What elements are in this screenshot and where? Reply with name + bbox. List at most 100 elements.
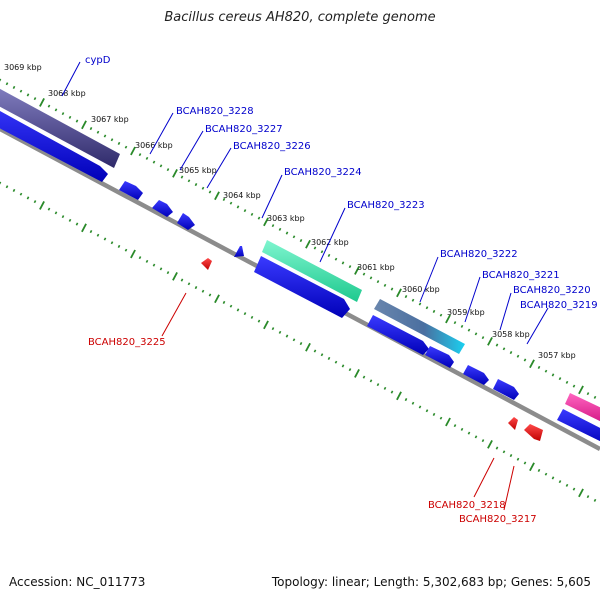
minor-tick	[369, 276, 373, 280]
minor-tick	[250, 315, 254, 319]
gene-label[interactable]: BCAH820_3217	[459, 514, 537, 525]
minor-tick	[404, 398, 408, 402]
minor-tick	[236, 308, 240, 312]
minor-tick	[572, 384, 576, 388]
minor-tick	[320, 250, 324, 254]
minor-tick	[348, 368, 352, 372]
minor-tick	[299, 342, 303, 346]
minor-tick	[54, 108, 58, 112]
minor-tick	[33, 200, 37, 204]
minor-tick	[509, 454, 513, 458]
cds-forward-arrow[interactable]	[254, 256, 350, 318]
minor-tick	[474, 332, 478, 336]
minor-tick	[159, 164, 163, 168]
minor-tick	[418, 302, 422, 306]
minor-tick	[369, 379, 373, 383]
cds-forward-arrow[interactable]	[493, 379, 519, 400]
minor-tick	[439, 416, 443, 420]
minor-tick	[593, 395, 597, 399]
kbp-scale-labels: 3069 kbp 3068 kbp 3067 kbp 3066 kbp 3065…	[4, 63, 576, 360]
minor-tick	[292, 235, 296, 239]
cds-forward-arrow[interactable]	[152, 200, 173, 217]
gene-label[interactable]: BCAH820_3223	[347, 200, 425, 211]
minor-tick	[341, 261, 345, 265]
major-tick	[354, 368, 360, 378]
cds-forward-arrow[interactable]	[557, 409, 600, 446]
gene-labels: cypD BCAH820_3228 BCAH820_3227 BCAH820_3…	[85, 55, 598, 525]
cds-forward-arrow[interactable]	[234, 246, 244, 257]
minor-tick	[299, 239, 303, 243]
minor-tick	[586, 392, 590, 396]
minor-tick	[166, 271, 170, 275]
major-tick	[445, 314, 451, 324]
kbp-label: 3059 kbp	[447, 308, 485, 317]
minor-tick	[138, 153, 142, 157]
cds-forward-arrow[interactable]	[425, 346, 454, 368]
minor-tick	[432, 412, 436, 416]
major-tick	[39, 200, 45, 210]
major-tick	[529, 462, 535, 472]
minor-tick	[460, 324, 464, 328]
gene-label[interactable]: BCAH820_3227	[205, 124, 283, 135]
major-tick	[81, 120, 87, 130]
major-tick	[396, 391, 402, 401]
minor-tick	[502, 347, 506, 351]
gene-label-cypD[interactable]: cypD	[85, 55, 111, 66]
gene-label[interactable]: BCAH820_3220	[513, 285, 591, 296]
major-tick	[487, 439, 493, 449]
minor-tick	[481, 439, 485, 443]
cds-reverse-arrow[interactable]	[524, 424, 543, 441]
cds-forward-arrow[interactable]	[177, 213, 195, 230]
cds-reverse-arrow[interactable]	[508, 417, 518, 430]
minor-tick	[61, 112, 65, 116]
minor-tick	[383, 386, 387, 390]
minor-tick	[432, 309, 436, 313]
cds-forward-arrow[interactable]	[119, 181, 143, 200]
gene-label[interactable]: BCAH820_3221	[482, 270, 560, 281]
minor-tick	[222, 300, 226, 304]
cds-forward-arrow[interactable]	[367, 315, 429, 355]
major-tick	[487, 336, 493, 346]
minor-tick	[152, 160, 156, 164]
minor-tick	[201, 289, 205, 293]
minor-tick	[194, 183, 198, 187]
major-tick	[396, 288, 402, 298]
minor-tick	[222, 197, 226, 201]
major-tick	[39, 97, 45, 107]
gene-label[interactable]: BCAH820_3218	[428, 500, 506, 511]
minor-tick	[495, 343, 499, 347]
minor-tick	[516, 457, 520, 461]
cds-forward	[0, 100, 600, 446]
minor-tick	[68, 115, 72, 119]
minor-tick	[390, 287, 394, 291]
minor-tick	[502, 450, 506, 454]
minor-tick	[201, 186, 205, 190]
minor-tick	[411, 298, 415, 302]
minor-tick	[327, 356, 331, 360]
minor-tick	[334, 257, 338, 261]
major-tick	[305, 342, 311, 352]
cds-forward-arrow[interactable]	[463, 365, 489, 385]
gene-label[interactable]: BCAH820_3226	[233, 141, 311, 152]
gene-features	[0, 78, 600, 426]
minor-tick	[152, 263, 156, 267]
gene-cypD-bar[interactable]	[0, 78, 120, 168]
minor-tick	[103, 237, 107, 241]
minor-tick	[159, 267, 163, 271]
gene-label[interactable]: BCAH820_3225	[88, 337, 166, 348]
gene-steel-bar[interactable]	[374, 299, 465, 354]
minor-tick	[593, 498, 597, 502]
gene-pink-bar[interactable]	[565, 393, 600, 426]
minor-tick	[411, 401, 415, 405]
minor-tick	[271, 224, 275, 228]
cds-reverse-arrow[interactable]	[201, 258, 212, 270]
gene-label[interactable]: BCAH820_3219	[520, 300, 598, 311]
gene-label[interactable]: BCAH820_3222	[440, 249, 518, 260]
gene-teal-bar[interactable]	[262, 240, 362, 302]
cds-forward-arrow[interactable]	[0, 100, 108, 182]
kbp-label: 3057 kbp	[538, 351, 576, 360]
gene-label[interactable]: BCAH820_3224	[284, 167, 362, 178]
gene-label[interactable]: BCAH820_3228	[176, 106, 254, 117]
minor-tick	[565, 483, 569, 487]
accession-text: Accession: NC_011773	[9, 575, 146, 589]
